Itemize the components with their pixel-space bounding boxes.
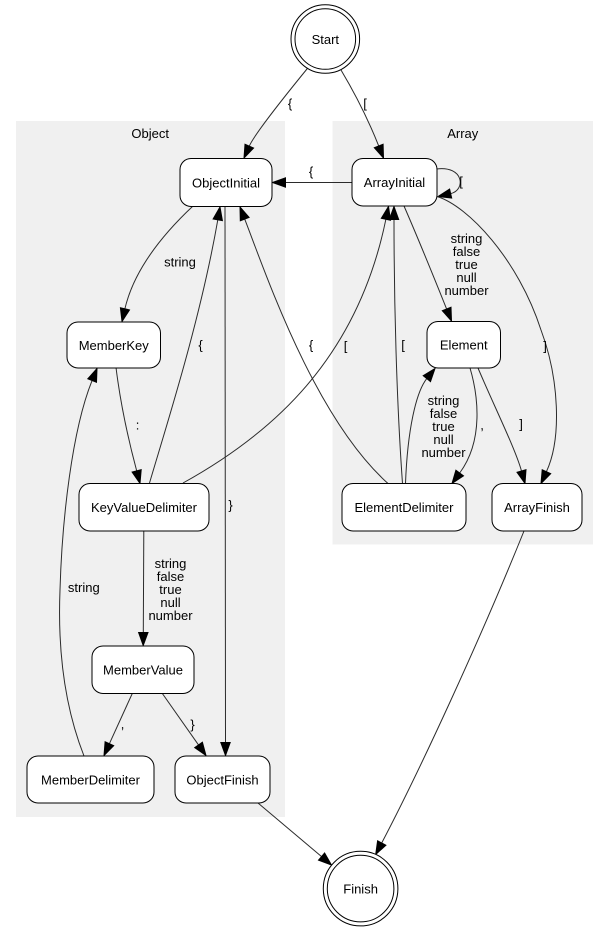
svg-text:true: true	[159, 582, 181, 597]
svg-text:[: [	[459, 174, 463, 189]
svg-text:string: string	[428, 393, 460, 408]
svg-text:Element: Element	[440, 338, 488, 353]
svg-text:true: true	[432, 419, 454, 434]
svg-text:MemberValue: MemberValue	[103, 663, 183, 678]
svg-text:,: ,	[480, 418, 484, 433]
svg-text:Finish: Finish	[343, 881, 378, 896]
svg-text:false: false	[430, 406, 457, 421]
svg-text:]: ]	[543, 339, 547, 354]
svg-text:MemberKey: MemberKey	[79, 338, 150, 353]
svg-text:string: string	[451, 231, 483, 246]
svg-text:Object: Object	[131, 126, 169, 141]
svg-text:false: false	[157, 569, 184, 584]
svg-text:MemberDelimiter: MemberDelimiter	[41, 772, 141, 787]
svg-text:{: {	[198, 338, 203, 353]
svg-text:null: null	[456, 270, 476, 285]
svg-text:[: [	[363, 96, 367, 111]
svg-text:{: {	[288, 96, 293, 111]
svg-text:Array: Array	[447, 126, 479, 141]
svg-text:ElementDelimiter: ElementDelimiter	[355, 500, 455, 515]
svg-text:Start: Start	[312, 32, 340, 47]
svg-text:ObjectFinish: ObjectFinish	[186, 772, 258, 787]
svg-text:string: string	[164, 255, 196, 270]
svg-text:null: null	[433, 432, 453, 447]
svg-text:ArrayInitial: ArrayInitial	[364, 175, 426, 190]
svg-text:false: false	[453, 244, 480, 259]
svg-text:ObjectInitial: ObjectInitial	[192, 175, 260, 190]
svg-text::: :	[136, 418, 140, 433]
svg-text:number: number	[421, 445, 466, 460]
svg-text:number: number	[148, 608, 193, 623]
svg-text:string: string	[68, 580, 100, 595]
svg-text:]: ]	[519, 417, 523, 432]
svg-text:ArrayFinish: ArrayFinish	[504, 500, 570, 515]
svg-text:{: {	[309, 164, 314, 179]
svg-text:}: }	[228, 498, 233, 513]
svg-text:number: number	[444, 283, 489, 298]
svg-text:string: string	[155, 556, 187, 571]
svg-text:true: true	[455, 257, 477, 272]
svg-text:[: [	[401, 338, 405, 353]
svg-text:KeyValueDelimiter: KeyValueDelimiter	[91, 500, 198, 515]
svg-text:null: null	[160, 595, 180, 610]
svg-text:[: [	[344, 339, 348, 354]
svg-text:}: }	[190, 717, 195, 732]
svg-text:{: {	[309, 338, 314, 353]
svg-text:,: ,	[121, 717, 125, 732]
